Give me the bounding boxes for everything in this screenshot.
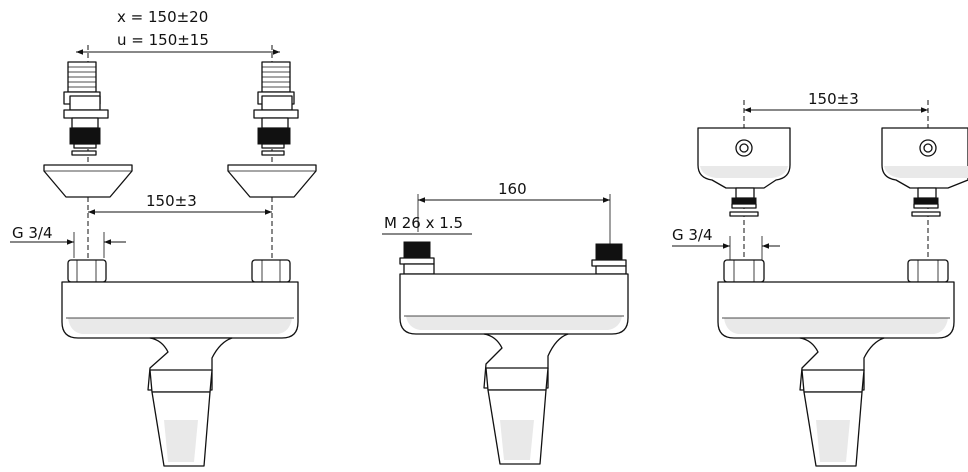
mounting-cup-left xyxy=(697,127,791,217)
mixer-body-left xyxy=(61,259,299,467)
variant-right: 150±3 G 3/4 xyxy=(672,90,968,467)
u-dimension-label: u = 150±15 xyxy=(117,31,209,49)
center-distance-label: 150±3 xyxy=(146,192,197,210)
x-dimension-label: x = 150±20 xyxy=(117,8,208,26)
eccentric-connector-left xyxy=(63,61,109,156)
mixer-body-middle xyxy=(399,241,629,465)
center-distance-label-middle: 160 xyxy=(498,180,527,198)
escutcheon-left xyxy=(43,164,133,198)
thread-label: G 3/4 xyxy=(12,224,53,242)
escutcheon-right xyxy=(227,164,317,198)
center-distance-label-right: 150±3 xyxy=(808,90,859,108)
thread-label-right: G 3/4 xyxy=(672,226,713,244)
variant-left: x = 150±20 u = 150±15 xyxy=(10,8,317,467)
thread-label-middle: M 26 x 1.5 xyxy=(384,214,463,232)
variant-middle: 160 M 26 x 1.5 xyxy=(382,180,629,465)
mixer-body-right xyxy=(717,259,955,467)
mounting-cup-right xyxy=(881,127,968,217)
eccentric-connector-right xyxy=(253,61,299,156)
